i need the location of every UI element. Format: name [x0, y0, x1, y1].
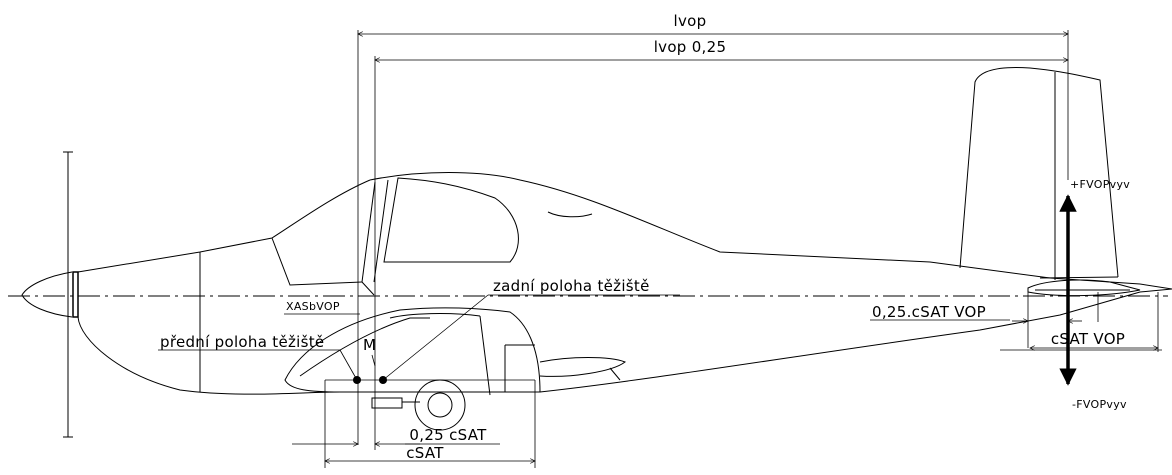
label-lvop: lvop: [674, 12, 707, 30]
tail-force-arrows: +FVOPvyv -FVOPvyv: [1059, 178, 1130, 411]
dimension-lvop: lvop: [358, 12, 1068, 445]
cg-annotations: zadní poloha těžiště přední poloha těžiš…: [158, 277, 680, 381]
label-zadni: zadní poloha těžiště: [493, 277, 650, 295]
propeller: [21, 151, 79, 438]
label-force-minus: -FVOPvyv: [1072, 398, 1127, 411]
wing: [284, 307, 627, 396]
fuselage: [77, 172, 1172, 395]
label-force-plus: +FVOPvyv: [1070, 178, 1130, 191]
label-predni: přední poloha těžiště: [160, 333, 324, 351]
label-lvop-025: lvop 0,25: [654, 38, 727, 56]
label-xas: XASbVOP: [286, 300, 340, 313]
vertical-tail: [959, 67, 1119, 280]
label-csat: cSAT: [406, 444, 444, 462]
label-cvop-025: 0,25.cSAT VOP: [872, 303, 986, 321]
label-m: M: [363, 336, 376, 354]
dimension-csat: 0,25 cSAT cSAT: [292, 379, 535, 468]
label-csat-025: 0,25 cSAT: [409, 426, 487, 444]
canopy: [271, 177, 593, 296]
dimension-lvop-025: lvop 0,25: [375, 38, 1068, 450]
landing-gear: [371, 379, 466, 431]
label-cvop: cSAT VOP: [1051, 330, 1125, 348]
dimension-csat-vop: 0,25.cSAT VOP cSAT VOP: [870, 292, 1162, 352]
horizontal-tail: [1027, 279, 1141, 297]
